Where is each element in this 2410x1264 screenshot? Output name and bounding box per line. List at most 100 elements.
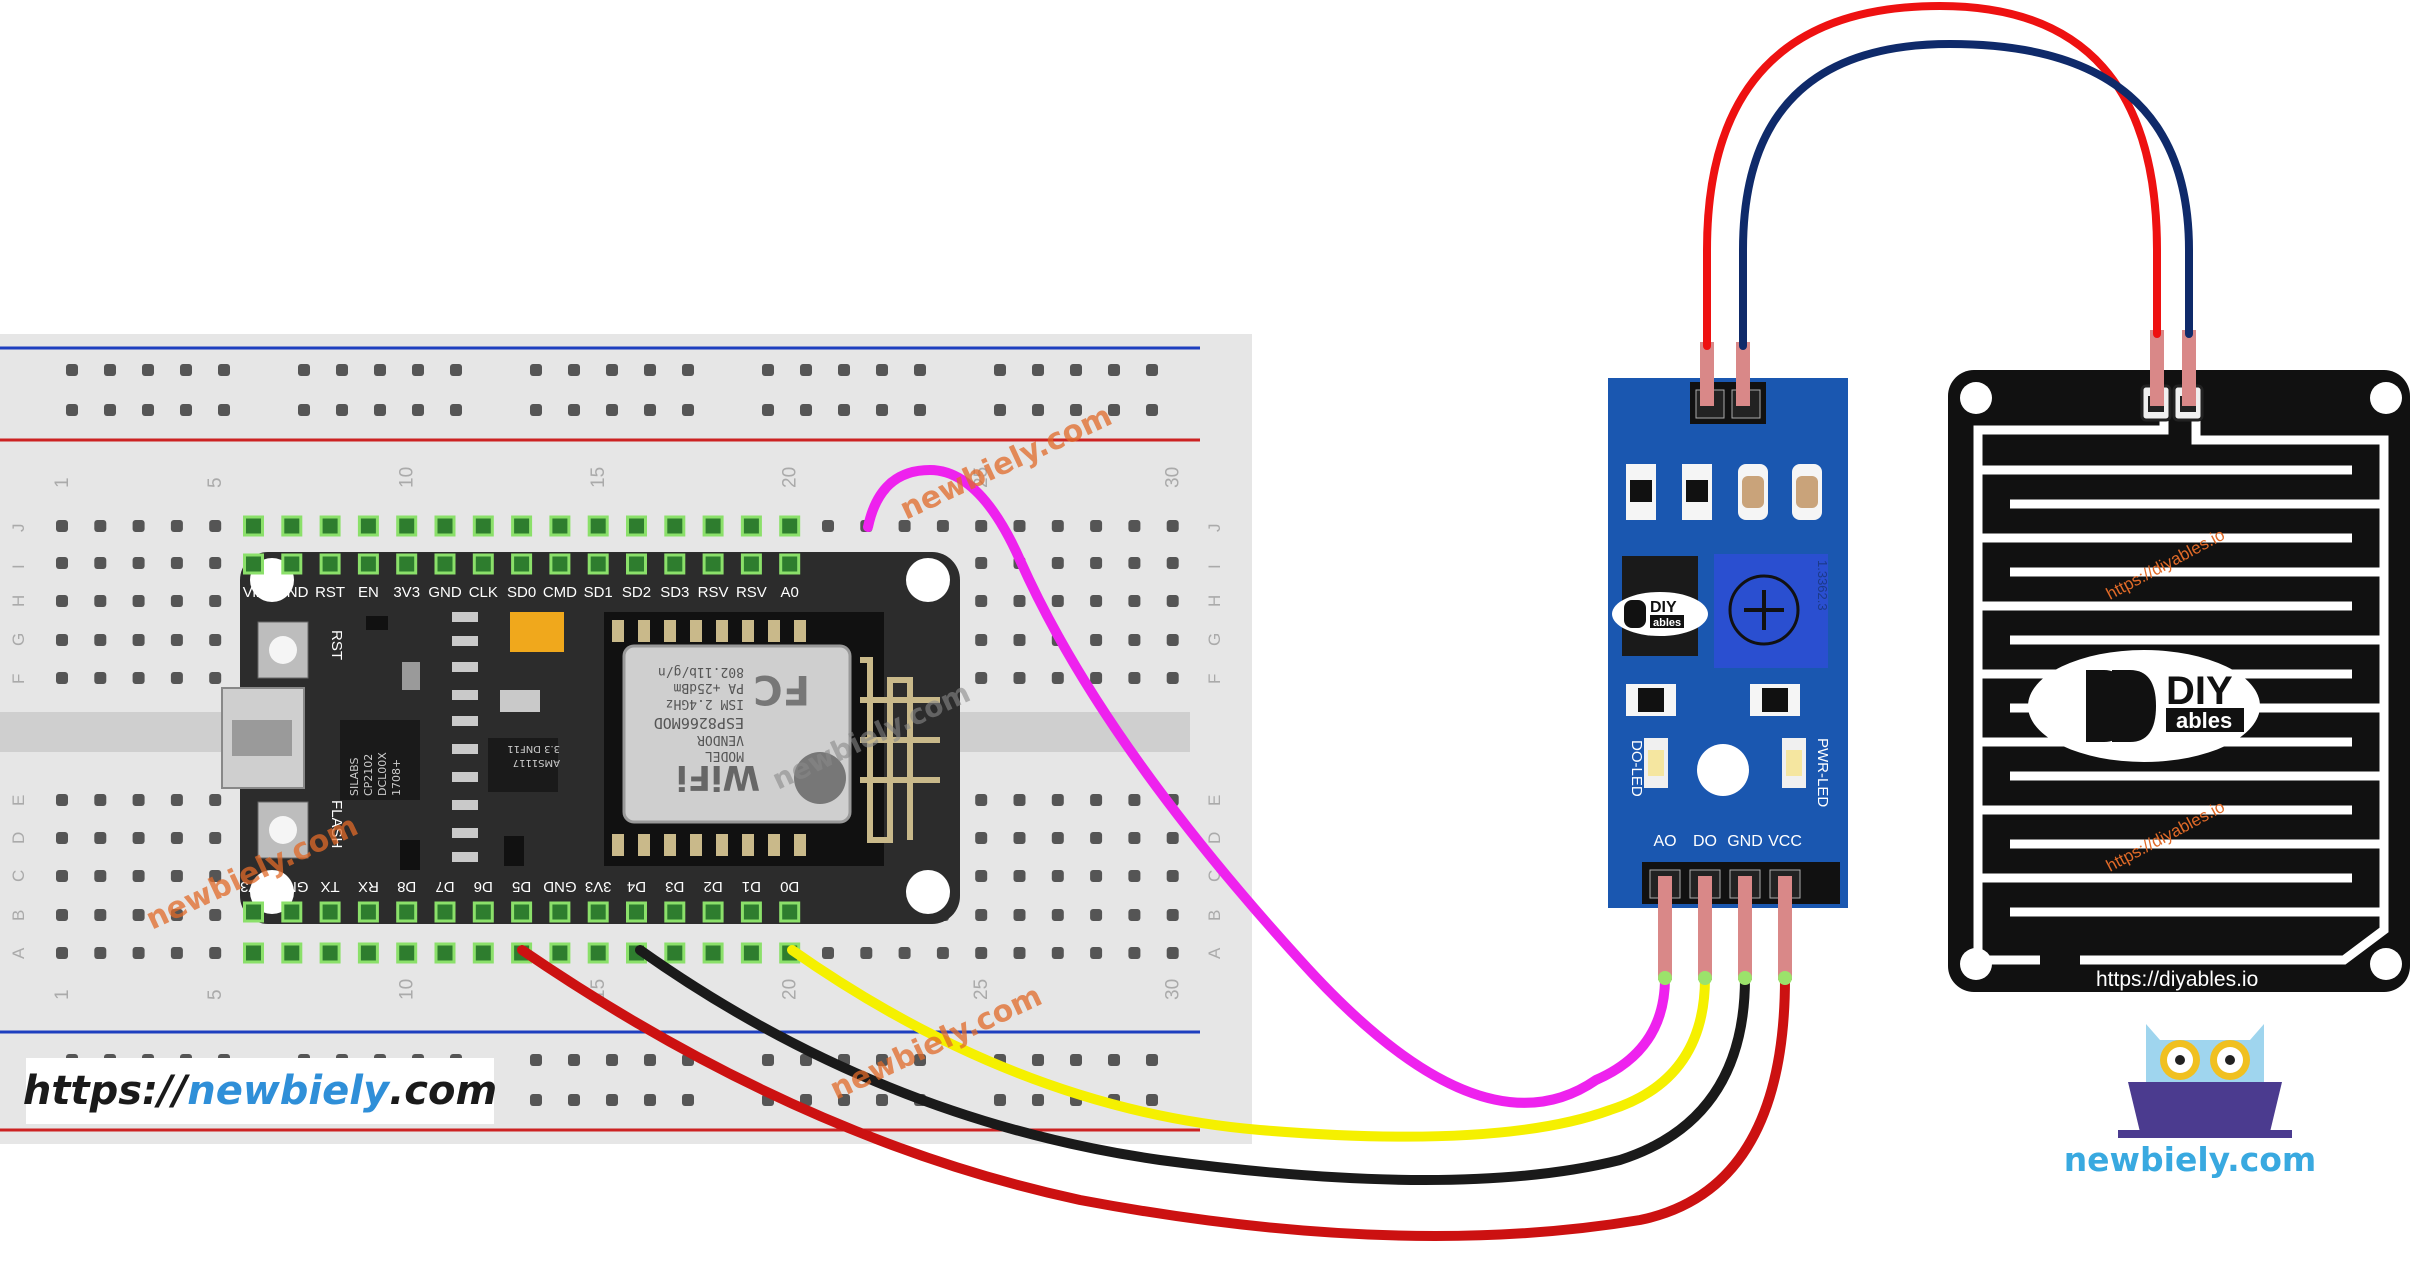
esp-bottom-pin [357, 942, 379, 964]
esp-top-pin-pad [281, 553, 303, 575]
row-letter: B [9, 910, 28, 921]
breadboard-hole [170, 595, 183, 607]
rail-hole [104, 404, 116, 416]
rail-hole [994, 404, 1006, 416]
esp-bottom-pin [702, 942, 724, 964]
sensor-pin-label: GND [1727, 833, 1763, 850]
esp-bottom-pin-label: RX [358, 878, 379, 895]
breadboard-hole [209, 832, 222, 844]
breadboard-hole [209, 794, 222, 806]
rail-hole [1032, 1054, 1044, 1066]
owl-mascot [2118, 1024, 2292, 1138]
rail-hole [838, 1094, 850, 1106]
breadboard-hole [94, 672, 107, 684]
esp-bottom-pin-pad [472, 901, 494, 923]
rail-hole [450, 404, 462, 416]
breadboard-hole [975, 832, 988, 844]
rail-hole [180, 364, 192, 376]
esp-top-pin-pad [740, 553, 762, 575]
plate-logo-ables: ables [2176, 708, 2232, 733]
breadboard-hole [1128, 909, 1141, 921]
sensor-pin-label: DO [1693, 833, 1717, 850]
esp-top-pin-pad [587, 553, 609, 575]
rail-hole [1108, 404, 1120, 416]
url-suffix: .com [389, 1068, 498, 1114]
esp-bottom-pin-label: GND [275, 878, 309, 895]
breadboard-hole [170, 672, 183, 684]
rail-hole [1032, 404, 1044, 416]
esp-bottom-pin [549, 942, 571, 964]
row-letter: C [9, 870, 28, 882]
esp-top-pin [472, 515, 494, 537]
esp-top-pin-label: SD2 [622, 584, 651, 601]
rail-hole [1070, 364, 1082, 376]
breadboard-hole [1128, 947, 1141, 959]
esp-bottom-pin-pad [664, 901, 686, 923]
url-brand: newbiely [187, 1068, 390, 1114]
breadboard-hole [1090, 870, 1103, 882]
esp-bottom-pin-label: D4 [627, 878, 646, 895]
esp-top-pin-pad [319, 553, 341, 575]
row-letter: G [1205, 633, 1224, 646]
esp-bottom-pin-pad [357, 901, 379, 923]
rail-hole [530, 1094, 542, 1106]
breadboard-hole [1013, 595, 1026, 607]
breadboard-hole [209, 870, 222, 882]
rail-hole [876, 404, 888, 416]
rail-hole [994, 364, 1006, 376]
breadboard-hole [209, 947, 222, 959]
breadboard-hole [209, 595, 222, 607]
esp-bottom-pin-pad [587, 901, 609, 923]
esp-top-pin-pad [396, 553, 418, 575]
wifi-text: WiFi [676, 757, 760, 797]
breadboard-hole [1013, 832, 1026, 844]
regulator-text-1: AMS1117 [513, 757, 560, 768]
breadboard-hole [1013, 634, 1026, 646]
breadboard-hole [1051, 557, 1064, 569]
breadboard-hole [132, 520, 145, 532]
breadboard-hole [1051, 909, 1064, 921]
breadboard-hole [1128, 595, 1141, 607]
esp8266-board: WiFi MODEL VENDOR ESP8266MOD ISM 2.4GHz … [221, 515, 960, 964]
rail-hole [800, 1094, 812, 1106]
breadboard-hole [132, 595, 145, 607]
breadboard-hole [975, 909, 988, 921]
breadboard-hole [1166, 595, 1179, 607]
esp-top-pin [702, 515, 724, 537]
breadboard-hole [56, 870, 68, 882]
do-led-label: DO-LED [1628, 740, 1645, 797]
esp-bottom-pin-label: TX [321, 878, 340, 895]
esp-top-pin-label: A0 [781, 584, 799, 601]
module-text-5: PA +25dBm [673, 680, 744, 695]
wire-a0-ao [863, 464, 1670, 1108]
breadboard-hole [898, 947, 911, 959]
rail-hole [606, 1094, 618, 1106]
row-letter: B [1205, 910, 1224, 921]
column-number: 30 [1163, 467, 1184, 488]
column-number: 20 [780, 467, 801, 488]
esp-bottom-pin [434, 942, 456, 964]
esp-top-pin-pad [702, 553, 724, 575]
module-text-3: ESP8266MOD [654, 714, 744, 732]
rail-hole [568, 404, 580, 416]
row-letter: G [9, 633, 28, 646]
esp-bottom-pin-label: D6 [474, 878, 493, 895]
row-letter: H [9, 595, 28, 607]
module-text-6: 802.11b/g/n [658, 664, 744, 679]
row-letter: J [9, 524, 28, 533]
rail-hole [606, 404, 618, 416]
sensor-pin-label: AO [1653, 833, 1676, 850]
breadboard-hole [1166, 634, 1179, 646]
wire-sensor-blue [1739, 39, 2193, 350]
esp-top-pin-label: SD3 [660, 584, 689, 601]
rail-hole [374, 364, 386, 376]
usb-chip-text-4: 1708+ [390, 759, 403, 796]
row-letter: D [1205, 832, 1224, 844]
breadboard-hole [1128, 832, 1141, 844]
breadboard-hole [209, 672, 222, 684]
rail-hole [800, 364, 812, 376]
breadboard-hole [975, 794, 988, 806]
breadboard-hole [1090, 832, 1103, 844]
